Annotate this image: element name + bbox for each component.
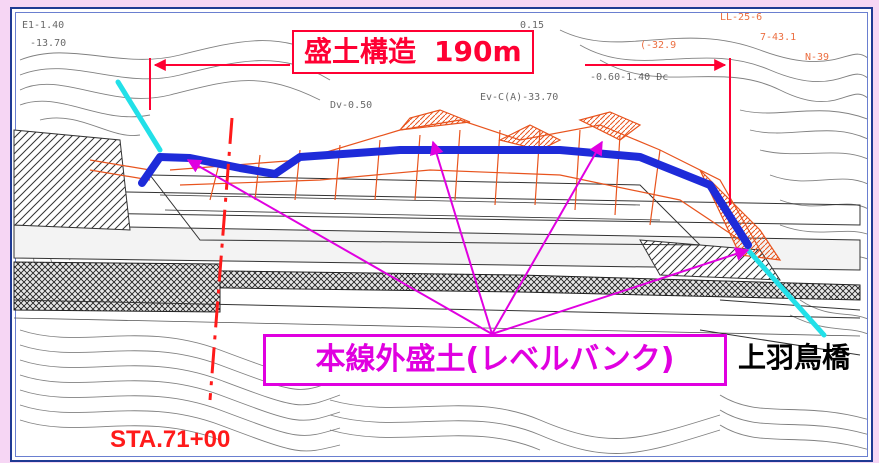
svg-text:-0.60-1.40 Dc: -0.60-1.40 Dc — [590, 72, 668, 83]
svg-text:0.15: 0.15 — [520, 20, 544, 31]
title-text: 盛土構造 — [304, 35, 417, 68]
extension-lines — [115, 79, 827, 338]
embankment-outline — [138, 146, 752, 249]
embankment-plan-orange — [89, 109, 782, 261]
svg-text:N-39: N-39 — [805, 52, 829, 63]
dimension-lines — [149, 58, 731, 205]
callout-arrows — [186, 140, 750, 335]
bridge-label: 上羽鳥橋 — [738, 341, 851, 374]
svg-text:E1-1.40: E1-1.40 — [22, 20, 64, 31]
road-corridor — [13, 129, 861, 356]
svg-text:(-32.9: (-32.9 — [640, 40, 676, 51]
level-bank-callout: 本線外盛土(レベルバンク) — [263, 334, 727, 386]
station-line — [208, 117, 234, 401]
station-label: STA.71+00 — [110, 426, 231, 453]
embankment-structure-title: 盛土構造 190m — [292, 30, 534, 74]
title-length: 190m — [434, 35, 522, 68]
drawing-annotation-text: E1-1.40 -13.70 Dv-0.50 Ev-C(A)-33.70 -0.… — [22, 20, 668, 111]
svg-text:7-43.1: 7-43.1 — [760, 32, 796, 43]
svg-text:Dv-0.50: Dv-0.50 — [330, 100, 372, 111]
callout-text: 本線外盛土(レベルバンク) — [315, 342, 675, 377]
svg-text:Ev-C(A)-33.70: Ev-C(A)-33.70 — [480, 92, 558, 103]
svg-text:LL-25-6: LL-25-6 — [720, 12, 762, 23]
svg-text:-13.70: -13.70 — [30, 38, 66, 49]
orange-annotation-text: LL-25-6 7-43.1 N-39 (-32.9 — [640, 12, 829, 63]
